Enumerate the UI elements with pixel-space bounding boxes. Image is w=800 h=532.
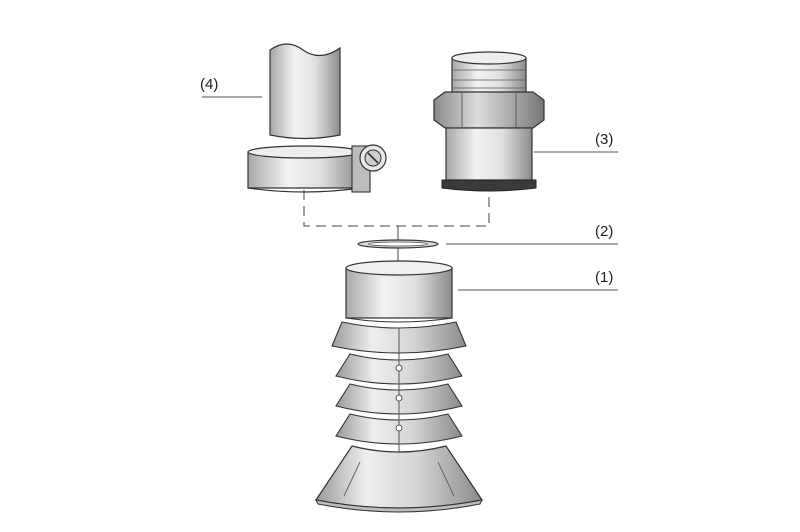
callout-label-4: (4): [200, 76, 218, 93]
leader-lines: [202, 96, 618, 291]
sealing-ring: [357, 239, 439, 249]
connection-lines: [303, 190, 490, 262]
bellows-suction-cup: [314, 260, 484, 513]
callout-label-2: (2): [595, 223, 613, 240]
callout-label-3: (3): [595, 131, 613, 148]
tube-with-clamp: [247, 43, 387, 193]
callout-label-1: (1): [595, 269, 613, 286]
threaded-hex-nipple: [433, 51, 545, 192]
